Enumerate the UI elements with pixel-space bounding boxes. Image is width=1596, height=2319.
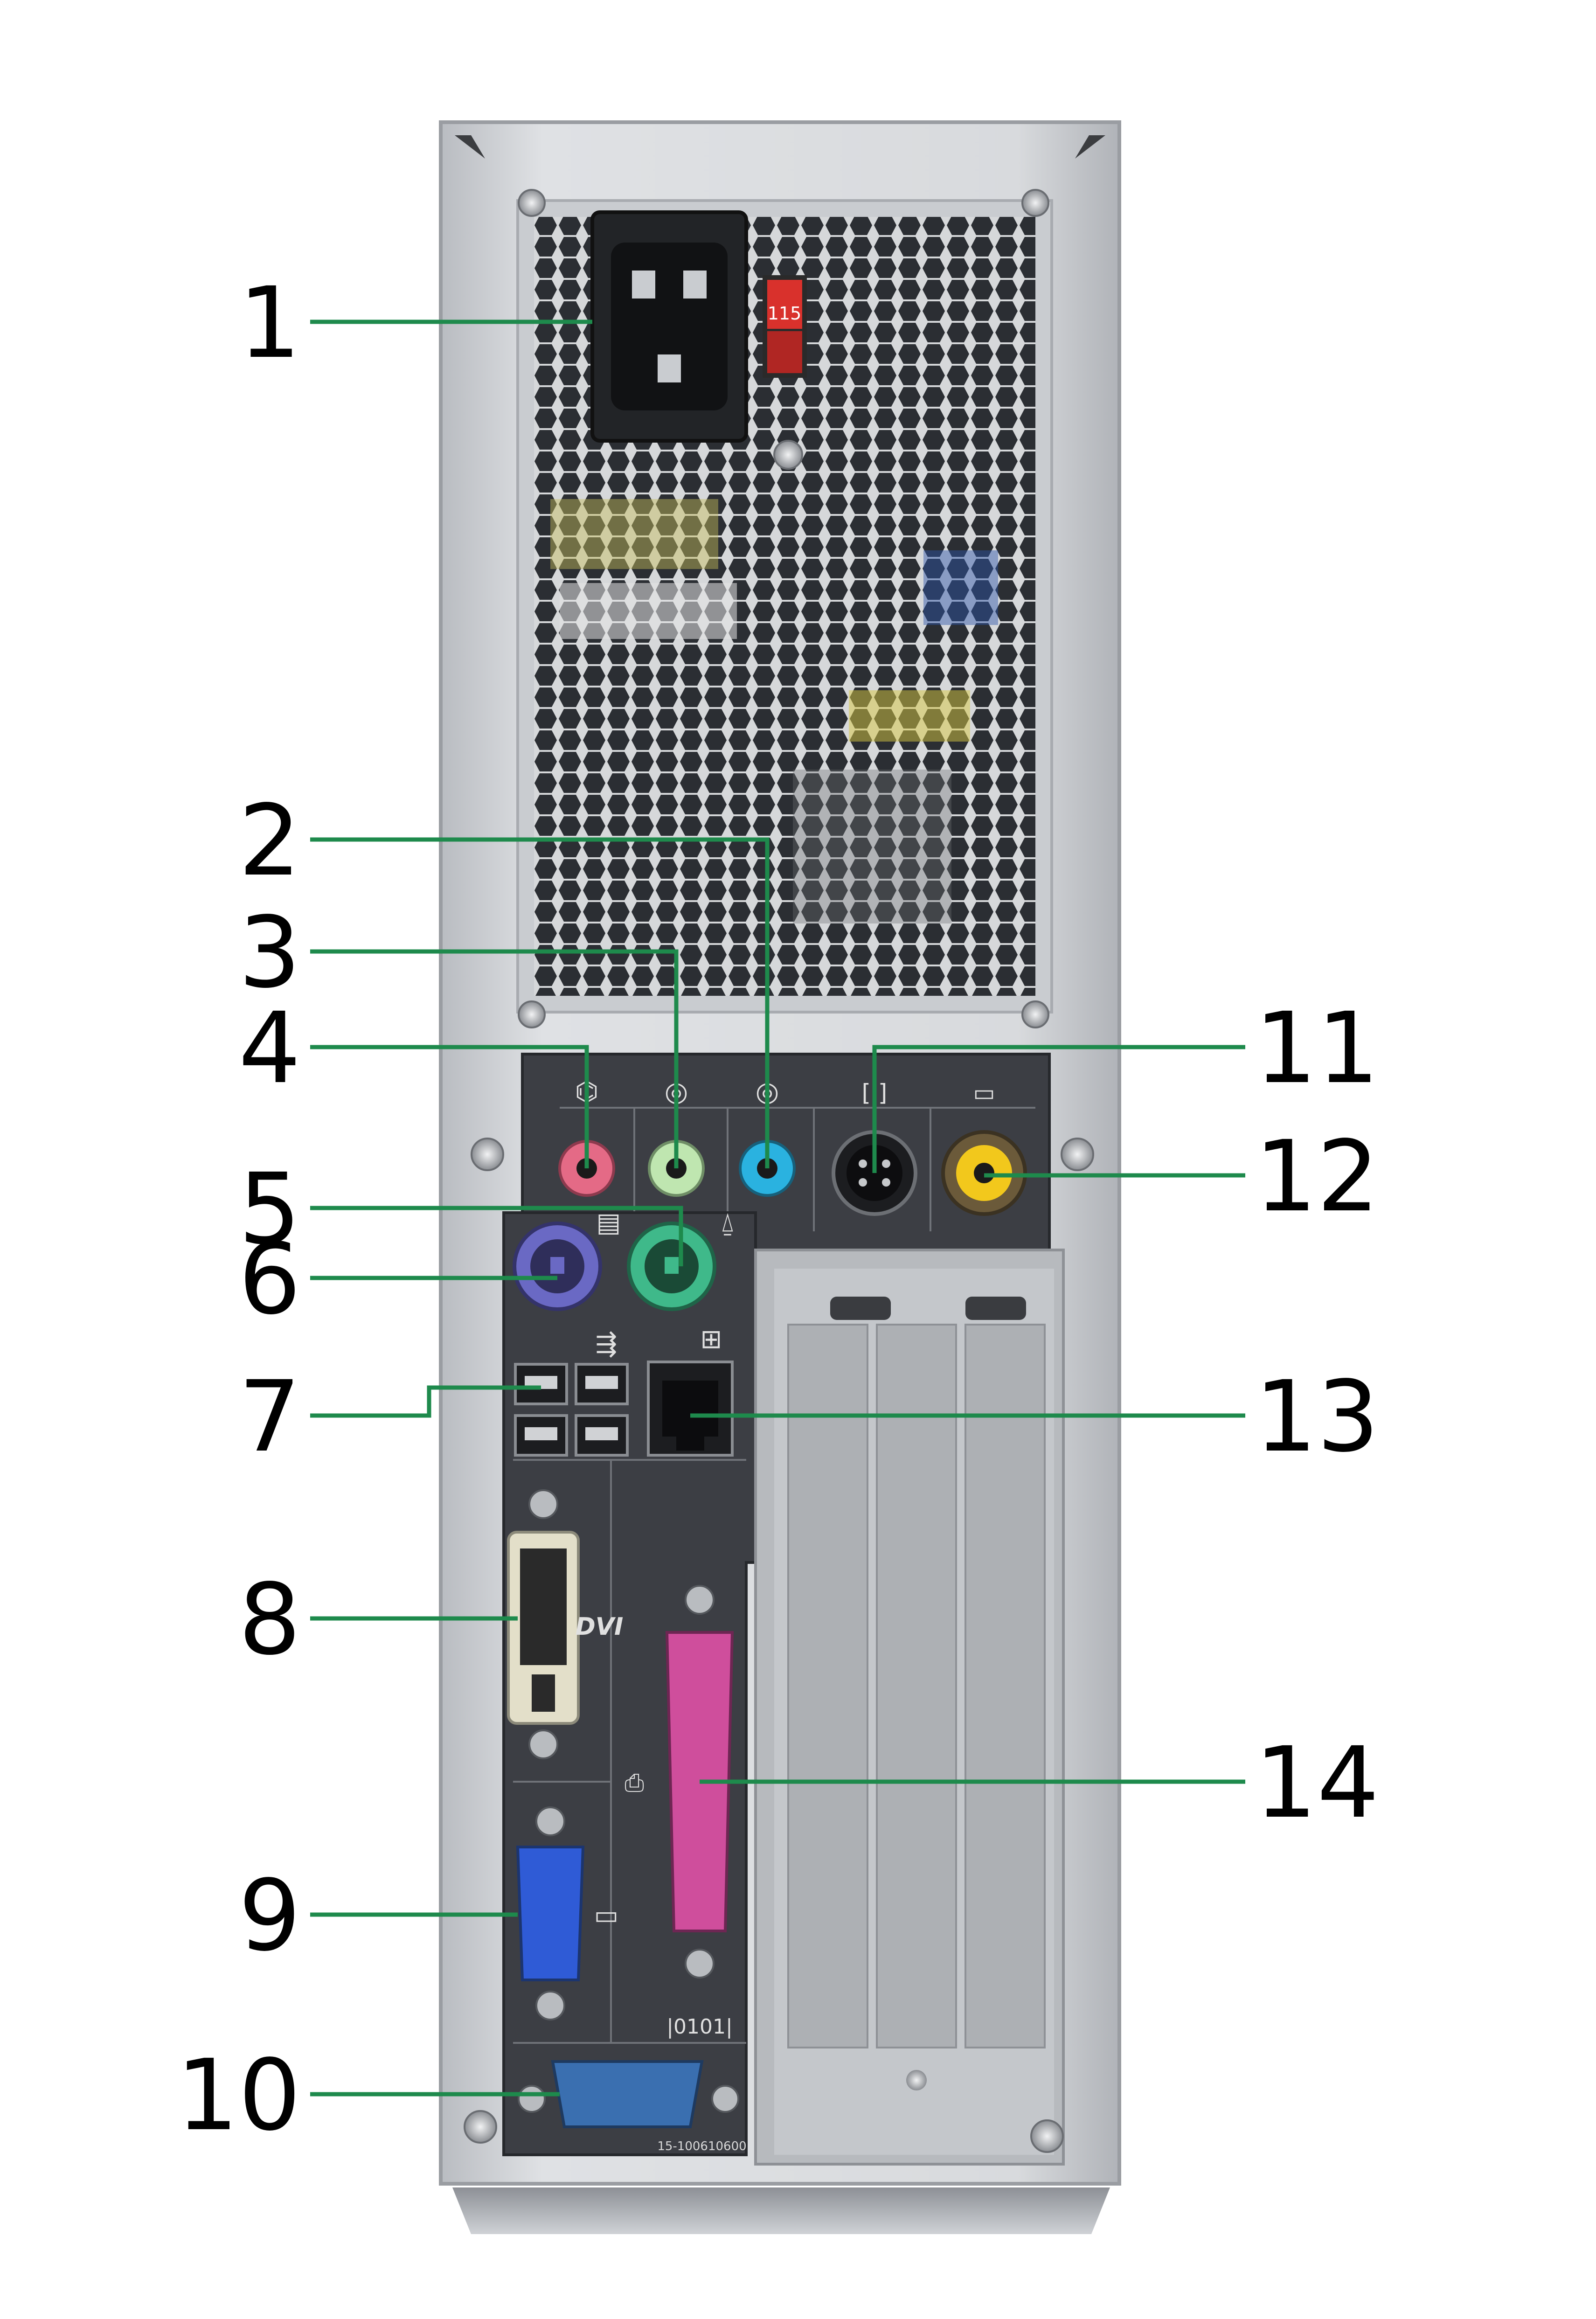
leader-line-3 (310, 949, 679, 1168)
keyboard-icon: ▤ (597, 1208, 621, 1238)
screw-icon (773, 440, 803, 470)
voltage-switch[interactable]: 115 (763, 275, 807, 378)
callout-number-5: 5 (238, 1152, 301, 1266)
screw-icon (518, 1000, 546, 1028)
screw-icon (518, 189, 546, 217)
leader-line-7 (310, 1385, 541, 1418)
callout-number-8: 8 (238, 1562, 301, 1677)
dvi-label: DVI (576, 1613, 624, 1641)
ps2-mouse-port[interactable] (627, 1222, 716, 1311)
screw-icon (1061, 1138, 1094, 1171)
usb-icon: ⇶ (596, 1329, 618, 1359)
dvi-port[interactable] (507, 1489, 580, 1759)
monitor-icon: ▭ (594, 1900, 619, 1930)
slot-cover (965, 1324, 1046, 2048)
screw-icon (1030, 2119, 1064, 2153)
vga-port[interactable] (516, 1806, 585, 2020)
leader-line-5 (310, 1206, 683, 1266)
voltage-label: 115 (768, 303, 802, 324)
callout-number-12: 12 (1255, 1119, 1379, 1234)
screw-icon (471, 1138, 504, 1171)
callout-number-4: 4 (238, 991, 301, 1105)
ethernet-port[interactable] (647, 1361, 734, 1457)
slot-cover (787, 1324, 868, 2048)
serial-icon: |0101| (666, 2015, 733, 2039)
screw-icon (906, 2070, 927, 2090)
tv-icon: ▭ (973, 1079, 995, 1106)
leader-lines (310, 319, 1245, 2097)
composite-video-port[interactable]: ▭ (941, 1079, 1027, 1216)
expansion-slots (754, 1249, 1065, 2166)
callout-number-1: 1 (238, 266, 301, 380)
printer-icon: ⎙ (625, 1769, 644, 1797)
callout-number-9: 9 (238, 1859, 301, 1973)
slot-cover (876, 1324, 957, 2048)
case-corner-notch (455, 135, 485, 159)
leader-line-2 (310, 837, 770, 1168)
callout-number-7: 7 (238, 1360, 301, 1474)
callout-number-14: 14 (1255, 1726, 1379, 1840)
screw-icon (1021, 189, 1049, 217)
power-supply: 115 (516, 189, 1053, 1028)
screw-icon (1021, 1000, 1049, 1028)
leader-line-4 (310, 1045, 589, 1168)
network-icon: ⊞ (701, 1324, 722, 1354)
callout-number-11: 11 (1255, 991, 1379, 1105)
screw-icon (464, 2110, 497, 2144)
ps2-keyboard-port[interactable] (513, 1222, 602, 1311)
callout-number-6: 6 (238, 1222, 301, 1336)
callout-number-2: 2 (238, 784, 301, 898)
case-corner-notch (1075, 135, 1105, 159)
callout-number-10: 10 (176, 2038, 301, 2152)
case-base (452, 2187, 1110, 2234)
usb-ports[interactable] (514, 1363, 629, 1457)
mouse-icon: ⍙ (720, 1208, 736, 1238)
model-sticker: 15-100610600 (657, 2139, 746, 2153)
callout-number-13: 13 (1255, 1360, 1379, 1474)
power-connector[interactable] (590, 210, 748, 443)
leader-line-11 (872, 1045, 1245, 1173)
callout-numbers: 1 2 3 4 5 6 7 8 9 10 11 12 13 14 (176, 266, 1379, 2152)
callout-number-3: 3 (238, 896, 301, 1010)
